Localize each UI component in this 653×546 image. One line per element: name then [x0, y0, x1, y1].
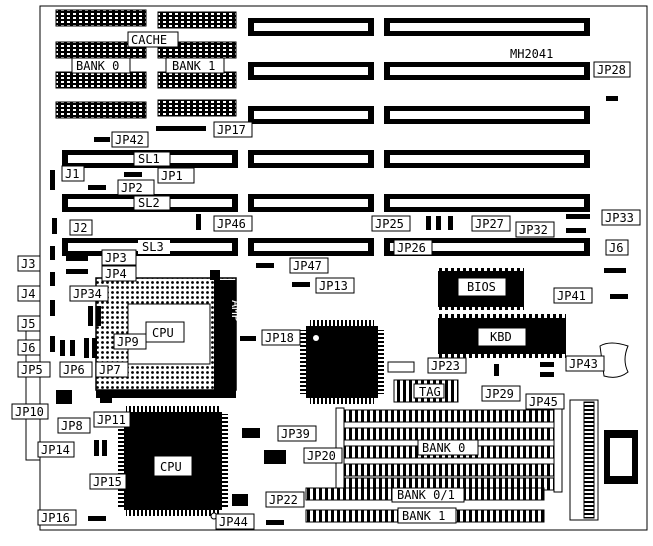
- sl2-label: SL2: [138, 196, 160, 210]
- sl3-label: SL3: [142, 240, 164, 254]
- jp10-label: JP10: [15, 405, 44, 419]
- bank0-cache-label: BANK 0: [76, 59, 119, 73]
- cpu-socket-label: CPU: [152, 326, 174, 340]
- jp41-label: JP41: [557, 289, 586, 303]
- jp9-label: JP9: [117, 335, 139, 349]
- bank0-simm-label: BANK 0: [422, 441, 465, 455]
- jp2-label: JP2: [121, 181, 143, 195]
- jp44-label: JP44: [219, 515, 248, 529]
- jp4-label: JP4: [105, 267, 127, 281]
- jp32-label: JP32: [519, 223, 548, 237]
- jp6-label: JP6: [63, 363, 85, 377]
- jp14-label: JP14: [41, 443, 70, 457]
- jp39-label: JP39: [281, 427, 310, 441]
- jp1-label: JP1: [161, 169, 183, 183]
- model-number: MH2041: [510, 47, 553, 61]
- jp34-label: JP34: [73, 287, 102, 301]
- j2-label: J2: [73, 221, 87, 235]
- j1-label: J1: [65, 167, 79, 181]
- tag-label: TAG: [419, 385, 441, 399]
- jp22-label: JP22: [269, 493, 298, 507]
- jp46-label: JP46: [217, 217, 246, 231]
- jp26-label: JP26: [397, 241, 426, 255]
- cache-label: CACHE: [131, 33, 167, 47]
- jp8-label: JP8: [61, 419, 83, 433]
- jp16-label: JP16: [41, 511, 70, 525]
- jp3-label: JP3: [105, 251, 127, 265]
- sl1-label: SL1: [138, 152, 160, 166]
- j3-label: J3: [21, 257, 35, 271]
- jp11-label: JP11: [97, 413, 126, 427]
- bios-label: BIOS: [467, 280, 496, 294]
- j6-label: J6: [21, 341, 35, 355]
- jp13-label: JP13: [319, 279, 348, 293]
- bank1-cache-label: BANK 1: [172, 59, 215, 73]
- bank1-simm-label: BANK 1: [402, 509, 445, 523]
- amp-label: AMP: [229, 300, 243, 322]
- jp23-label: JP23: [431, 359, 460, 373]
- jp29-label: JP29: [485, 387, 514, 401]
- bank01-label: BANK 0/1: [397, 488, 455, 502]
- jp47-label: JP47: [293, 259, 322, 273]
- jp20-label: JP20: [307, 449, 336, 463]
- jp18-label: JP18: [265, 331, 294, 345]
- jp25-label: JP25: [375, 217, 404, 231]
- jp33-label: JP33: [605, 211, 634, 225]
- j5-label: J5: [21, 317, 35, 331]
- jp27-label: JP27: [475, 217, 504, 231]
- jp43-label: JP43: [569, 357, 598, 371]
- j6-right-label: J6: [609, 241, 623, 255]
- jumper-labels: JP28 JP42 JP17 J1 JP1 JP2 JP46 J2 JP25: [11, 61, 641, 530]
- jp42-label: JP42: [115, 133, 144, 147]
- jp45-label: JP45: [529, 395, 558, 409]
- j4-label: J4: [21, 287, 35, 301]
- jp28-label: JP28: [597, 63, 626, 77]
- jp15-label: JP15: [93, 475, 122, 489]
- jp17-label: JP17: [217, 123, 246, 137]
- jp5-label: JP5: [21, 363, 43, 377]
- jp7-label: JP7: [99, 363, 121, 377]
- kbd-label: KBD: [490, 330, 512, 344]
- cpu-chip-label: CPU: [160, 460, 182, 474]
